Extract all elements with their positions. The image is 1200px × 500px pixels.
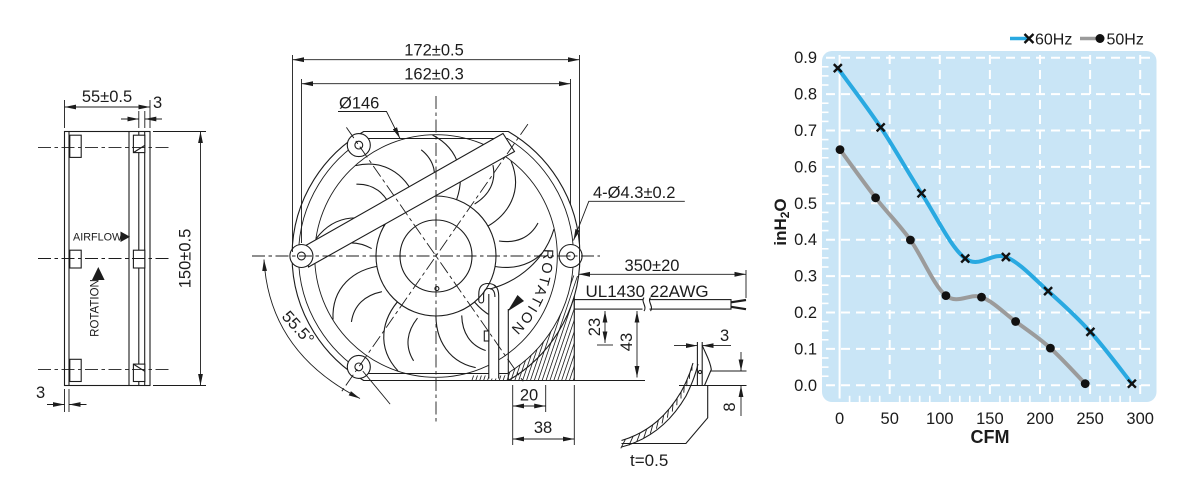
svg-text:3: 3 — [36, 384, 45, 402]
svg-text:100: 100 — [926, 410, 954, 428]
svg-text:0.2: 0.2 — [794, 304, 817, 322]
svg-text:50Hz: 50Hz — [1107, 32, 1144, 49]
svg-text:ROTATION: ROTATION — [89, 279, 101, 337]
svg-text:inH2O: inH2O — [771, 198, 792, 245]
svg-text:0.7: 0.7 — [794, 122, 817, 140]
svg-text:t=0.5: t=0.5 — [630, 451, 668, 470]
svg-text:3: 3 — [720, 327, 729, 345]
svg-text:150: 150 — [976, 410, 1004, 428]
svg-text:0.6: 0.6 — [794, 158, 817, 176]
svg-text:60Hz: 60Hz — [1035, 32, 1072, 49]
svg-text:0: 0 — [835, 410, 844, 428]
svg-text:8: 8 — [721, 402, 739, 411]
svg-text:0.8: 0.8 — [794, 86, 817, 104]
svg-text:55±0.5: 55±0.5 — [82, 88, 132, 106]
svg-text:200: 200 — [1026, 410, 1054, 428]
svg-text:0.1: 0.1 — [794, 340, 817, 358]
svg-text:162±0.3: 162±0.3 — [404, 66, 464, 84]
svg-text:150±0.5: 150±0.5 — [177, 229, 195, 289]
svg-text:4-Ø4.3±0.2: 4-Ø4.3±0.2 — [593, 184, 675, 202]
svg-text:0.0: 0.0 — [794, 377, 817, 395]
svg-text:43: 43 — [618, 333, 636, 351]
svg-text:Ø146: Ø146 — [339, 95, 379, 113]
svg-text:300: 300 — [1126, 410, 1154, 428]
svg-text:172±0.5: 172±0.5 — [404, 42, 464, 60]
svg-text:250: 250 — [1076, 410, 1104, 428]
svg-text:CFM: CFM — [971, 427, 1010, 447]
svg-text:23: 23 — [586, 318, 604, 336]
svg-text:0.4: 0.4 — [794, 231, 817, 249]
svg-text:3: 3 — [153, 94, 162, 112]
svg-text:0.5: 0.5 — [794, 195, 817, 213]
svg-text:350±20: 350±20 — [625, 257, 680, 275]
svg-text:UL1430 22AWG: UL1430 22AWG — [586, 282, 709, 301]
svg-text:50: 50 — [881, 410, 899, 428]
svg-text:AIRFLOW: AIRFLOW — [73, 232, 123, 244]
svg-text:0.3: 0.3 — [794, 268, 817, 286]
svg-text:0.9: 0.9 — [794, 49, 817, 67]
svg-text:38: 38 — [534, 419, 552, 437]
svg-text:20: 20 — [520, 387, 538, 405]
